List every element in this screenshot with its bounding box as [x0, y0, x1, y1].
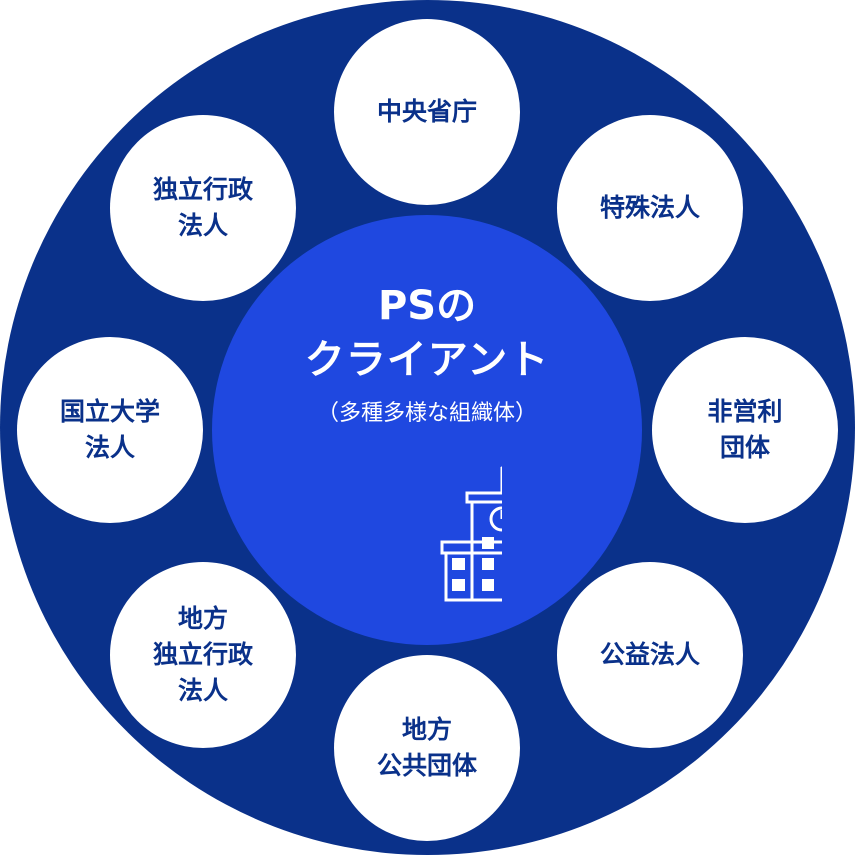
node-local-governments: 地方公共団体	[334, 655, 520, 841]
node-national-universities: 国立大学法人	[17, 337, 203, 523]
center-title: PSの	[377, 283, 477, 329]
node-label: 非営利	[707, 397, 783, 426]
node-nonprofit: 非営利団体	[652, 337, 838, 523]
node-central-ministries: 中央省庁	[334, 19, 520, 205]
center-subtitle: クライアント	[304, 337, 550, 383]
node-label: 公益法人	[599, 640, 700, 669]
node-independent-agencies: 独立行政法人	[110, 115, 296, 301]
node-label: 地方	[401, 715, 452, 744]
node-label: 地方	[177, 604, 228, 633]
node-label: 公共団体	[376, 751, 477, 780]
node-label: 国立大学	[59, 397, 160, 426]
center-caption: （多種多様な組織体）	[316, 401, 537, 426]
node-public-interest-corporations: 公益法人	[557, 562, 743, 748]
node-label: 独立行政	[152, 640, 253, 669]
node-label: 法人	[84, 433, 135, 462]
node-label: 独立行政	[152, 175, 253, 204]
node-label: 中央省庁	[376, 97, 477, 126]
node-label: 特殊法人	[599, 193, 700, 222]
node-special-corporations: 特殊法人	[557, 115, 743, 301]
node-label: 団体	[719, 433, 770, 462]
node-label: 法人	[177, 211, 228, 240]
school-building-icon	[440, 466, 502, 602]
node-label: 法人	[177, 676, 228, 705]
node-local-independent-agencies: 地方独立行政法人	[110, 562, 296, 748]
center-circle: PSの クライアント （多種多様な組織体）	[212, 215, 642, 645]
